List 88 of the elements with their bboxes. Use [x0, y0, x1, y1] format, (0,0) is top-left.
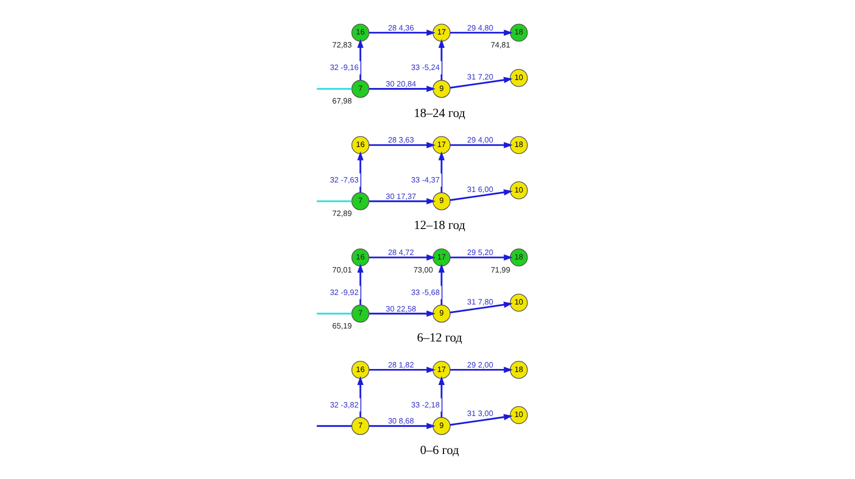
edge-label: 32 -3,82	[329, 400, 358, 410]
node-label: 73,00	[412, 265, 432, 274]
node-circle: 9	[432, 192, 450, 210]
node-label: 71,99	[490, 265, 510, 274]
edge-label: 29 4,80	[466, 23, 493, 32]
arrow	[368, 142, 435, 148]
edge-label: 29 4,00	[466, 136, 493, 145]
node-circle: 10	[509, 294, 528, 312]
edge-label: 30 8,68	[387, 416, 414, 426]
node-label: 72,83	[332, 40, 352, 50]
edge-label: 29 5,20	[466, 248, 493, 258]
arrow	[450, 189, 512, 201]
arrow	[438, 264, 444, 305]
edge-label: 28 4,36	[387, 23, 414, 32]
node-label: 65,19	[332, 321, 352, 330]
edge-label: 28 4,72	[387, 248, 414, 258]
arrow	[368, 30, 435, 36]
connector	[316, 425, 352, 427]
arrow	[450, 30, 512, 36]
arrow	[450, 142, 512, 148]
arrow	[450, 254, 512, 261]
edge-label: 33 -5,68	[410, 288, 440, 297]
node-circle: 17	[432, 248, 450, 266]
node-label: 67,98	[332, 96, 352, 106]
node-circle: 7	[350, 304, 369, 323]
edge-label: 33 -4,37	[410, 175, 440, 184]
arrow	[438, 38, 444, 80]
node-circle: 9	[432, 417, 450, 435]
edge-label: 30 22,58	[385, 304, 416, 314]
node-circle: 16	[350, 360, 369, 379]
node-circle: 16	[350, 248, 369, 266]
node-circle: 16	[350, 136, 369, 154]
edge-label: 32 -9,16	[329, 63, 358, 72]
node-circle: 18	[509, 136, 528, 154]
arrow	[368, 366, 435, 373]
edge-label: 31 7,80	[466, 297, 493, 306]
edge-label: 32 -9,92	[329, 288, 358, 297]
node-circle: 7	[350, 80, 369, 98]
arrow	[356, 376, 363, 418]
node-circle: 10	[509, 181, 528, 200]
node-circle: 17	[432, 24, 450, 42]
label: 18–24 год	[413, 106, 465, 120]
node-circle: 18	[509, 360, 528, 379]
label: 0–6 год	[420, 442, 459, 457]
arrow	[450, 76, 512, 89]
node-circle: 10	[509, 68, 528, 87]
arrow	[368, 310, 435, 317]
edge-label: 28 1,82	[387, 360, 414, 370]
arrow	[368, 422, 435, 430]
node-circle: 9	[432, 304, 450, 323]
arrow	[438, 151, 444, 192]
arrow	[450, 414, 512, 426]
edge-label: 33 -2,18	[410, 400, 440, 410]
connector	[316, 88, 352, 90]
connector	[316, 312, 352, 314]
node-circle: 17	[432, 360, 450, 379]
arrow	[450, 302, 512, 314]
arrow	[356, 264, 363, 305]
node-circle: 7	[350, 417, 369, 435]
node-circle: 18	[509, 248, 528, 266]
node-label: 72,89	[332, 209, 352, 218]
node-label: 74,81	[490, 40, 510, 50]
node-circle: 10	[509, 406, 528, 424]
connector	[316, 200, 352, 202]
label: 6–12 год	[416, 330, 462, 345]
arrow	[356, 151, 363, 192]
node-circle: 17	[432, 136, 450, 154]
arrow	[368, 86, 435, 92]
node-circle: 18	[509, 24, 528, 42]
edge-label: 31 7,20	[466, 72, 493, 82]
node-label: 70,01	[332, 265, 352, 274]
edge-label: 30 17,37	[385, 192, 416, 201]
arrow	[368, 198, 435, 204]
arrow	[438, 376, 444, 418]
edge-label: 30 20,84	[385, 80, 416, 89]
node-circle: 7	[350, 192, 369, 210]
node-circle: 16	[350, 24, 369, 42]
arrow	[368, 254, 435, 261]
edge-label: 28 3,63	[387, 136, 414, 145]
node-circle: 9	[432, 80, 450, 98]
arrow	[450, 366, 512, 373]
edge-label: 33 -5,24	[410, 63, 440, 72]
edge-label: 32 -7,63	[329, 175, 358, 184]
edge-label: 31 6,00	[466, 184, 493, 194]
arrow	[356, 38, 363, 80]
label: 12–18 год	[413, 218, 465, 232]
edge-label: 29 2,00	[466, 360, 493, 370]
edge-label: 31 3,00	[466, 408, 493, 418]
